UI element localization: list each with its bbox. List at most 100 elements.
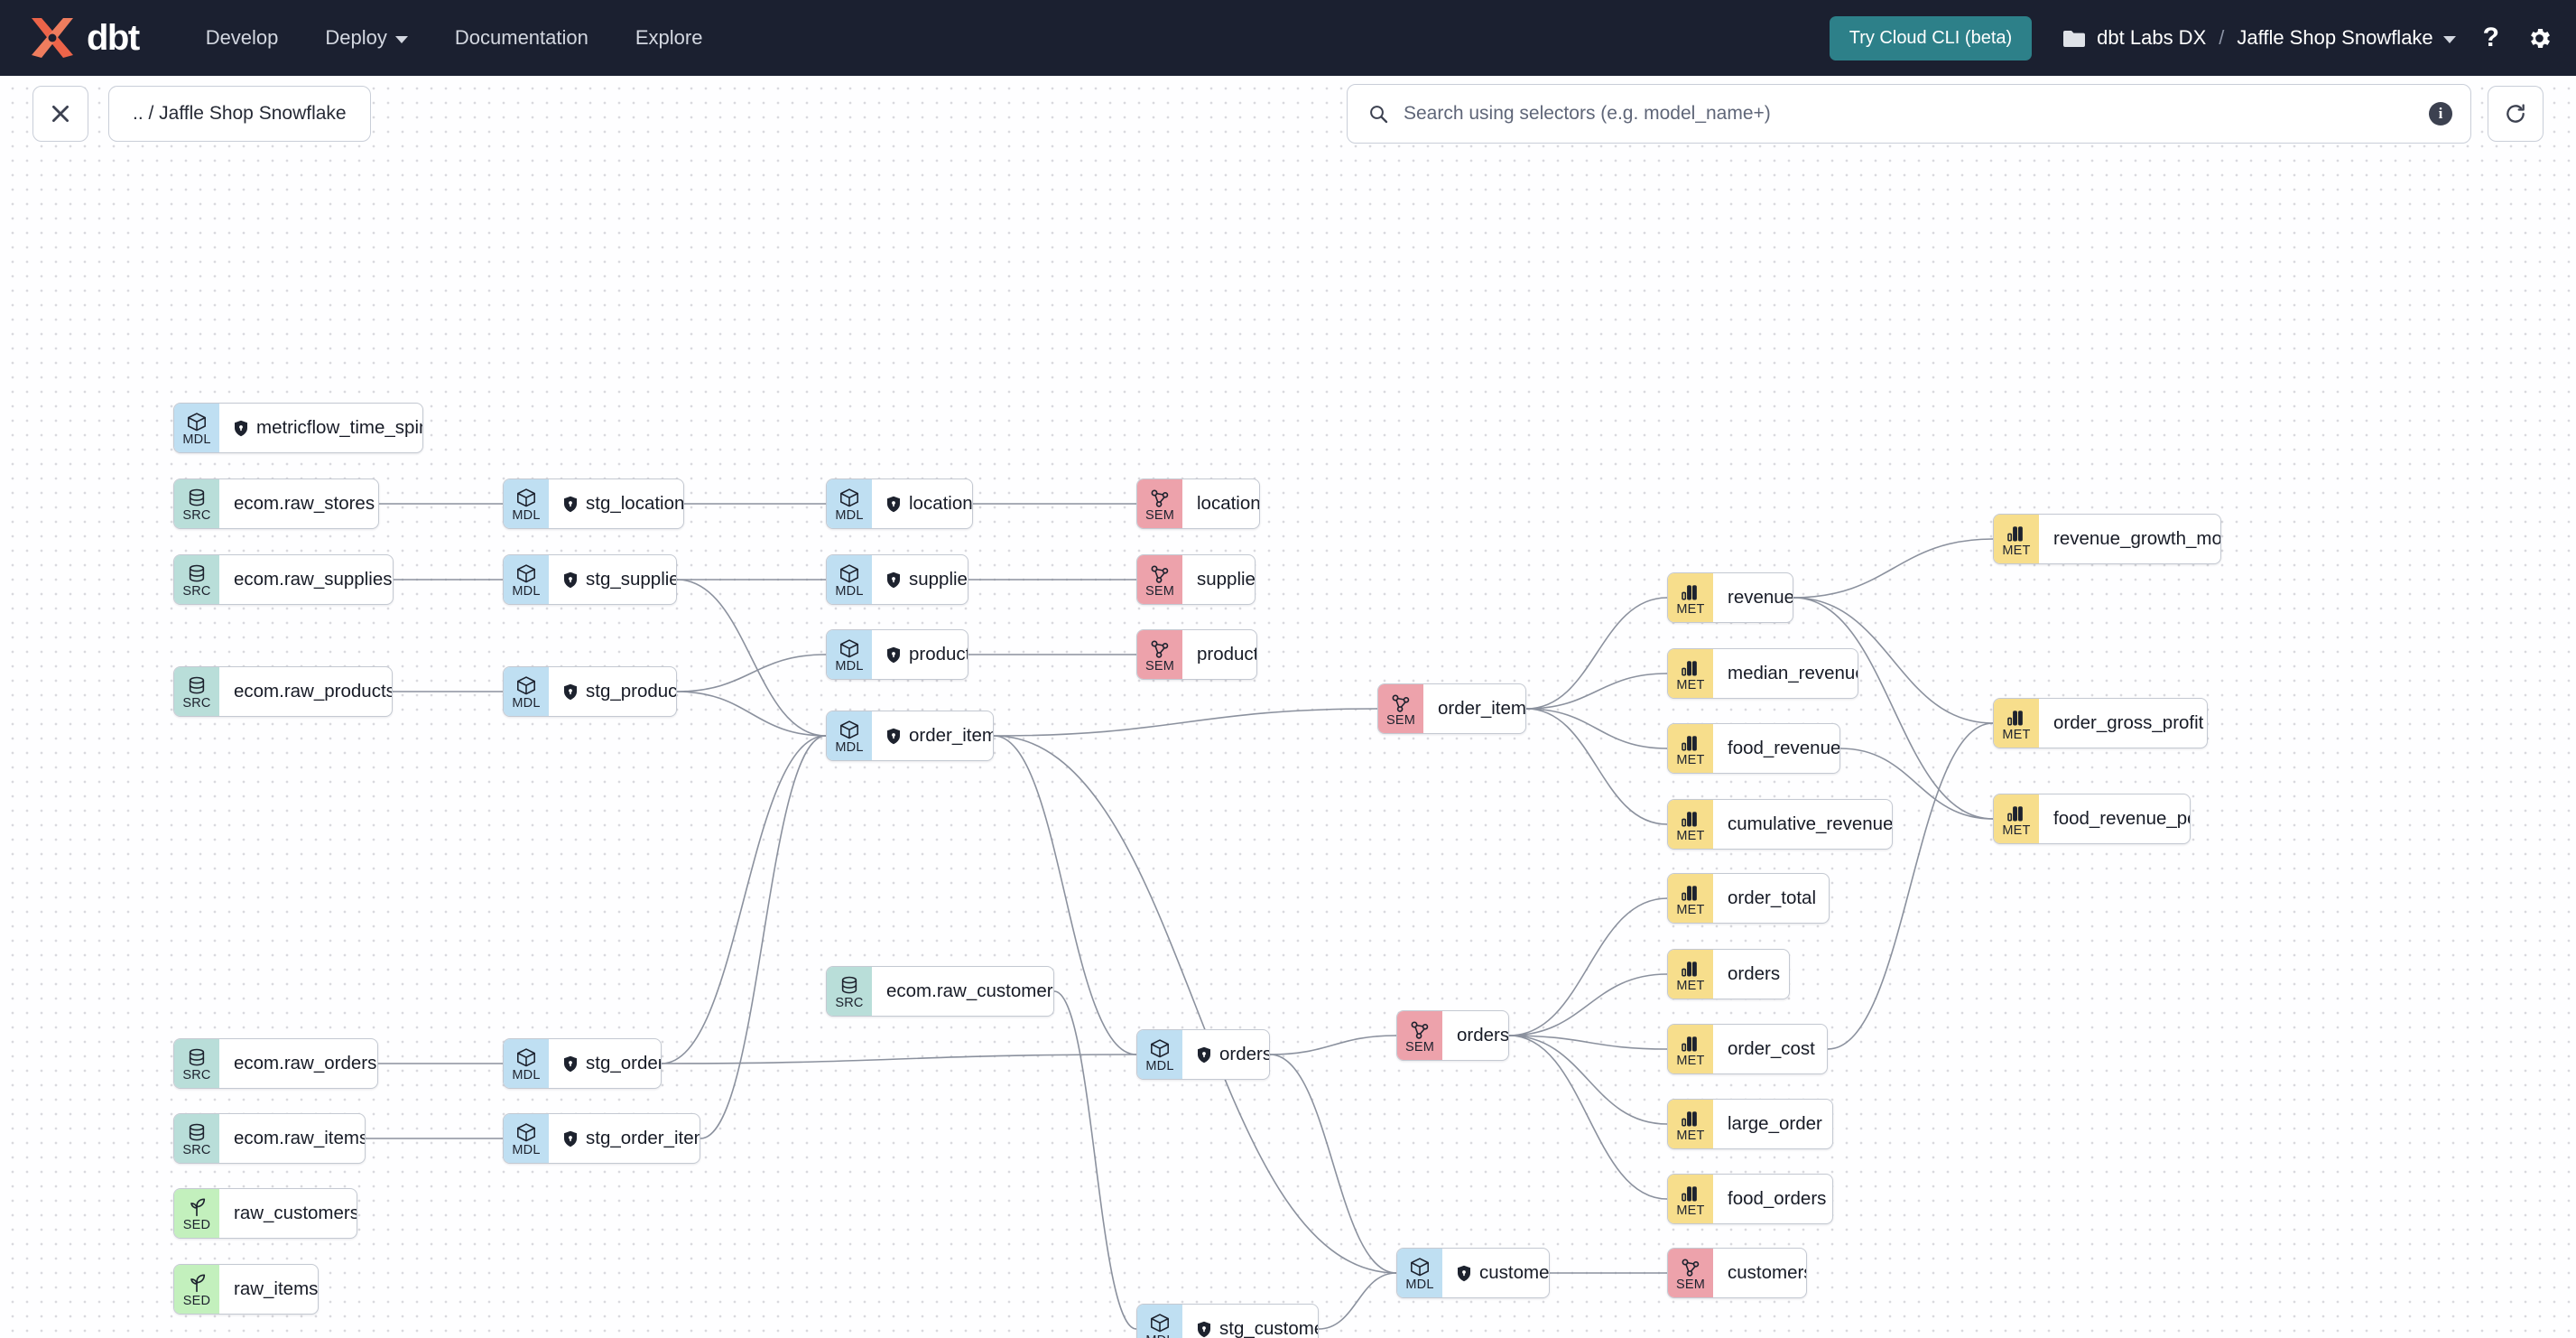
node-type-badge-met: MET <box>1668 724 1713 773</box>
help-button[interactable]: ? <box>2483 24 2499 51</box>
close-graph-button[interactable] <box>32 86 88 142</box>
breadcrumb-button[interactable]: .. / Jaffle Shop Snowflake <box>108 86 371 142</box>
graph-node-mdl_customers[interactable]: MDLcustomers <box>1396 1248 1550 1298</box>
info-icon[interactable]: i <box>2429 102 2452 125</box>
node-type-label: MDL <box>835 739 864 755</box>
folder-icon <box>2063 30 2086 47</box>
search-box[interactable]: i <box>1347 84 2471 144</box>
bar-chart-icon <box>2007 711 2023 726</box>
node-type-label: SEM <box>1144 507 1175 523</box>
node-body: orders <box>1182 1030 1269 1079</box>
graph-node-ecom_raw_supplies[interactable]: SRC ecom.raw_supplies <box>173 554 394 605</box>
graph-node-mdl_locations[interactable]: MDLlocations <box>826 479 973 529</box>
cube-icon <box>1151 1038 1169 1058</box>
nav-link-explore[interactable]: Explore <box>612 17 727 59</box>
graph-nodes-icon <box>1411 1021 1429 1039</box>
node-type-badge-sem: SEM <box>1378 684 1423 733</box>
graph-edge-sem_order_item-to-met_revenue <box>1525 597 1668 710</box>
try-cloud-cli-button[interactable]: Try Cloud CLI (beta) <box>1829 15 2033 60</box>
nav-link-deploy[interactable]: Deploy <box>301 17 431 59</box>
graph-edge-met_revenue-to-met_order_gross_profit <box>1793 597 1994 724</box>
dbt-logo-icon <box>32 18 73 58</box>
node-type-label: SRC <box>182 695 211 711</box>
graph-node-sem_locations[interactable]: SEMlocations <box>1136 479 1260 529</box>
project-selector[interactable]: Jaffle Shop Snowflake <box>2237 26 2456 50</box>
node-type-label: SRC <box>182 1067 211 1082</box>
node-label: ecom.raw_items <box>234 1127 366 1148</box>
node-label: order_items <box>909 724 993 746</box>
nav-link-develop[interactable]: Develop <box>182 17 302 59</box>
node-label: revenue <box>1728 586 1793 608</box>
bar-chart-icon <box>1682 1186 1697 1202</box>
graph-node-mdl_products[interactable]: MDLproducts <box>826 629 968 680</box>
graph-edge-stg_customers-to-mdl_customers <box>1318 1272 1397 1330</box>
contract-shield-icon <box>1198 1046 1210 1063</box>
node-body: raw_items <box>219 1265 318 1314</box>
contract-shield-icon <box>1198 1321 1210 1337</box>
graph-node-met_order_total[interactable]: MET order_total <box>1667 873 1830 924</box>
node-body: stg_order_items <box>549 1114 700 1163</box>
search-input[interactable] <box>1404 103 2429 125</box>
node-type-label: MET <box>1676 902 1705 917</box>
node-body: order_items <box>872 711 993 760</box>
dbt-logo[interactable]: dbt <box>27 15 140 60</box>
refresh-graph-button[interactable] <box>2488 86 2544 142</box>
search-icon <box>1370 106 1388 124</box>
node-type-label: SEM <box>1144 658 1175 674</box>
settings-button[interactable] <box>2526 25 2553 51</box>
account-name[interactable]: dbt Labs DX <box>2097 26 2207 49</box>
graph-node-mdl_supplies[interactable]: MDLsupplies <box>826 554 968 605</box>
node-type-badge-met: MET <box>1668 800 1713 849</box>
node-type-badge-met: MET <box>1668 874 1713 923</box>
dbt-logo-text: dbt <box>87 18 140 58</box>
graph-node-sem_products[interactable]: SEMproducts <box>1136 629 1257 680</box>
nav-link-documentation[interactable]: Documentation <box>431 17 612 59</box>
contract-shield-icon <box>564 496 577 512</box>
node-body: ecom.raw_supplies <box>219 555 393 604</box>
graph-node-sem_supplies[interactable]: SEMsupplies <box>1136 554 1256 605</box>
node-type-badge-met: MET <box>1668 1025 1713 1073</box>
node-type-label: MDL <box>512 1142 541 1157</box>
contract-shield-icon <box>564 683 577 700</box>
node-body: order_item <box>1423 684 1525 733</box>
node-label: order_total <box>1728 887 1817 908</box>
node-label: stg_supplies <box>586 568 676 590</box>
graph-edge-mdl_orders-to-mdl_customers <box>1269 1054 1397 1274</box>
node-type-label: SRC <box>182 583 211 599</box>
graph-node-mdl_order_items[interactable]: MDL order_items <box>826 711 994 761</box>
node-type-label: MDL <box>835 507 864 523</box>
chevron-down-icon <box>2442 36 2456 43</box>
graph-node-stg_order_items[interactable]: MDL stg_order_items <box>503 1113 700 1164</box>
node-type-label: MET <box>2002 543 2031 558</box>
node-label: food_orders <box>1728 1187 1827 1209</box>
